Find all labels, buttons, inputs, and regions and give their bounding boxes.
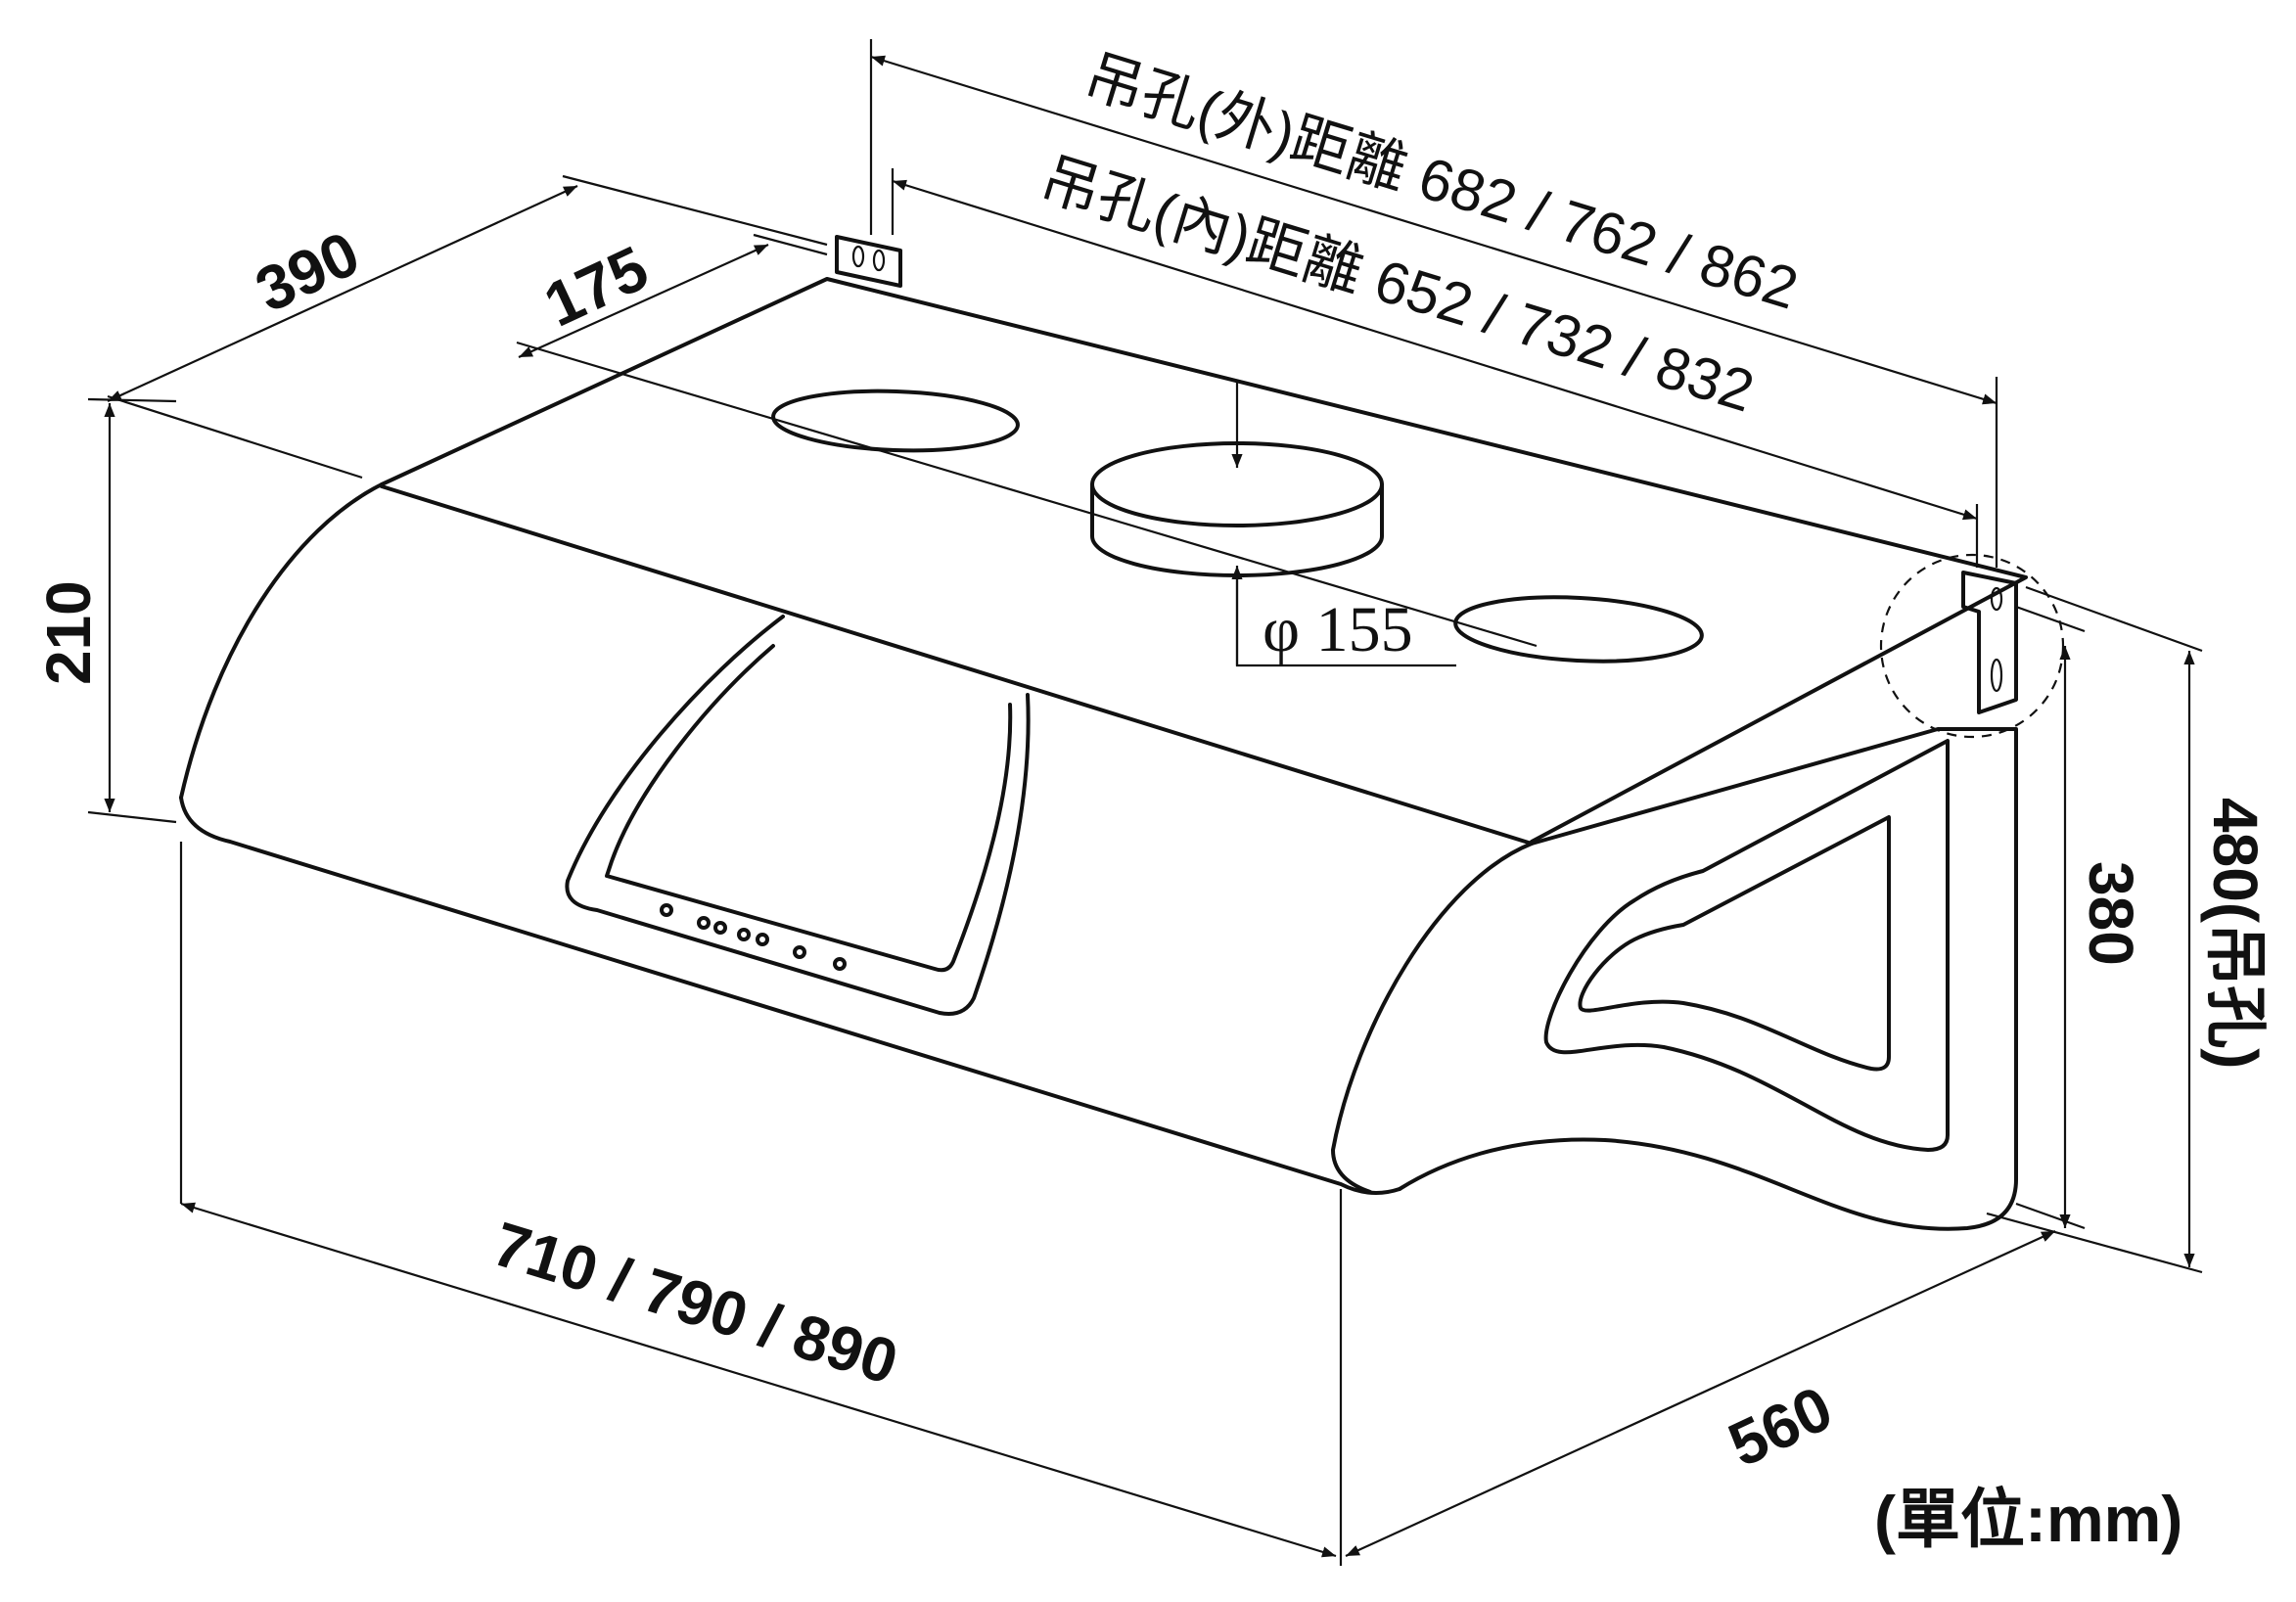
front-ridge bbox=[380, 484, 1534, 846]
width-label: 710 / 790 / 890 bbox=[485, 1209, 905, 1398]
bracket-detail-circle bbox=[1879, 553, 2065, 739]
dimension-lines bbox=[87, 39, 2203, 1566]
control-button bbox=[660, 903, 673, 917]
left-bracket bbox=[835, 235, 902, 288]
hole-offset-dim-line bbox=[518, 243, 769, 359]
control-buttons bbox=[660, 903, 847, 971]
top-panel bbox=[380, 277, 2028, 844]
bracket-slot bbox=[851, 245, 865, 268]
front-window-inner bbox=[605, 644, 1013, 973]
hood-body bbox=[179, 277, 2028, 1231]
front-window-outer bbox=[565, 615, 1031, 1016]
extension-line bbox=[753, 233, 828, 256]
extension-line bbox=[2015, 1202, 2086, 1230]
control-button bbox=[756, 933, 769, 946]
width-dim-line bbox=[180, 1202, 1337, 1558]
control-button bbox=[713, 921, 727, 935]
duct-collar-body bbox=[1090, 482, 1384, 577]
control-button bbox=[697, 916, 711, 930]
side-recess-inner bbox=[1578, 815, 1891, 1072]
dimension-labels: 390 175 210 吊孔(外)距離 682 / 762 / 862 吊孔(內… bbox=[33, 42, 2271, 1555]
bracket-slot bbox=[1990, 658, 2003, 693]
depth-bottom-dim-line bbox=[1345, 1229, 2056, 1558]
left-vent-hole bbox=[771, 389, 1020, 453]
depth-bottom-label: 560 bbox=[1718, 1372, 1842, 1480]
bottom-front-edge bbox=[179, 796, 1401, 1195]
control-button bbox=[833, 957, 847, 971]
outer-hole-dim-line bbox=[870, 55, 1998, 405]
right-bracket bbox=[1961, 571, 2018, 714]
extension-line bbox=[2015, 605, 2086, 633]
inner-hole-dim-line bbox=[892, 179, 1978, 521]
unit-label: (單位:mm) bbox=[1874, 1483, 2182, 1555]
duct-diameter-label: φ 155 bbox=[1263, 594, 1413, 665]
right-side-panel bbox=[1398, 727, 2018, 1231]
right-vent-hole bbox=[1453, 595, 1704, 664]
depth-top-dim-line bbox=[107, 185, 578, 402]
side-recess-outer bbox=[1543, 739, 1950, 1152]
control-button bbox=[737, 928, 751, 941]
height-back-label: 380 bbox=[2076, 861, 2146, 966]
right-side-curve bbox=[1331, 842, 1534, 1194]
left-side-curve bbox=[179, 482, 384, 800]
extension-line bbox=[2025, 585, 2203, 653]
bracket-slot bbox=[1990, 586, 2003, 612]
depth-top-label: 390 bbox=[245, 217, 369, 325]
extension-line bbox=[1986, 1212, 2203, 1274]
extension-line bbox=[107, 394, 363, 480]
front-height-label: 210 bbox=[33, 580, 104, 685]
control-button bbox=[793, 945, 806, 959]
extension-line bbox=[87, 397, 177, 403]
extension-line bbox=[562, 174, 828, 247]
diameter-leader-line bbox=[1235, 577, 1456, 667]
height-hanger-label: 480(吊孔) bbox=[2200, 798, 2271, 1069]
extension-line bbox=[87, 810, 177, 824]
bracket-slot bbox=[872, 249, 886, 272]
hole-offset-label: 175 bbox=[533, 232, 658, 340]
